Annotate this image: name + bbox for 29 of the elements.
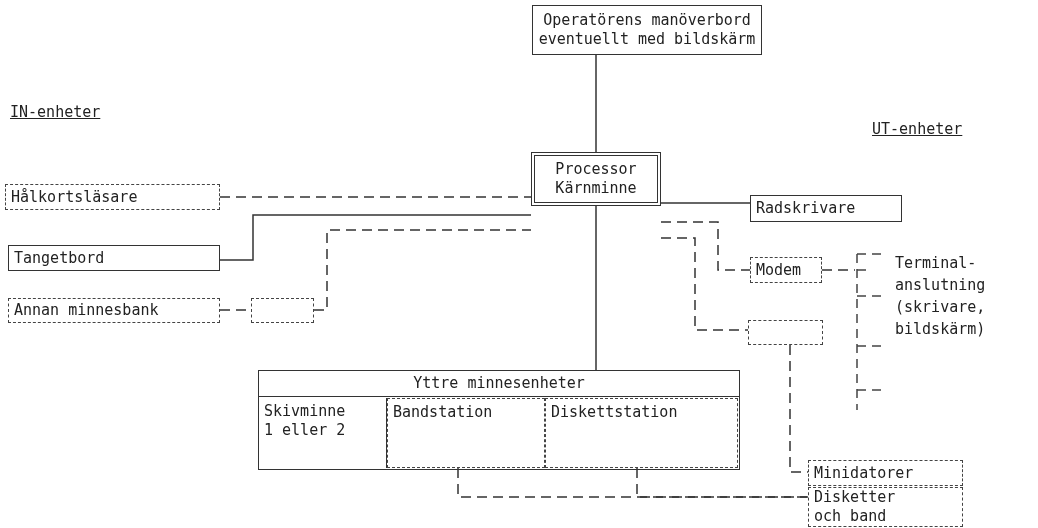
optional-storage-cell: Bandstation [387,398,545,468]
optional-device-box: Modem [750,257,822,283]
connector [660,202,751,204]
connector [219,214,532,261]
processor-box: Processor Kärnminne [531,152,661,206]
section-heading: IN-enheter [10,103,101,121]
group-heading: Yttre minnesenheter [259,371,739,397]
empty-dashed-box [748,320,823,345]
console-box: Operatörens manöverbord eventuellt med bildskärm [532,5,762,55]
dashed-connector [789,344,809,473]
optional-device-box: Disketter och band [808,487,963,527]
optional-device-box: Annan minnesbank [8,298,220,323]
optional-device-box: Minidatorer [808,460,963,486]
dashed-connector [821,269,856,271]
optional-device-box: Hålkortsläsare [5,184,220,210]
node-label: Terminal- anslutning (skrivare, bildskärm) [895,253,987,340]
dashed-connector [660,237,749,331]
empty-dashed-box [251,298,314,323]
dashed-connector [219,196,532,198]
dashed-connector [636,467,809,498]
device-box: Tangetbord [8,245,220,271]
optional-storage-cell: Diskettstation [545,398,738,468]
connector [595,54,597,153]
dashed-connector [660,221,751,271]
storage-cell: Skivminne 1 eller 2 [259,398,387,468]
section-heading: UT-enheter [872,120,963,138]
dashed-connector [313,229,532,311]
device-box: Radskrivare [750,195,902,222]
connector [595,205,597,371]
